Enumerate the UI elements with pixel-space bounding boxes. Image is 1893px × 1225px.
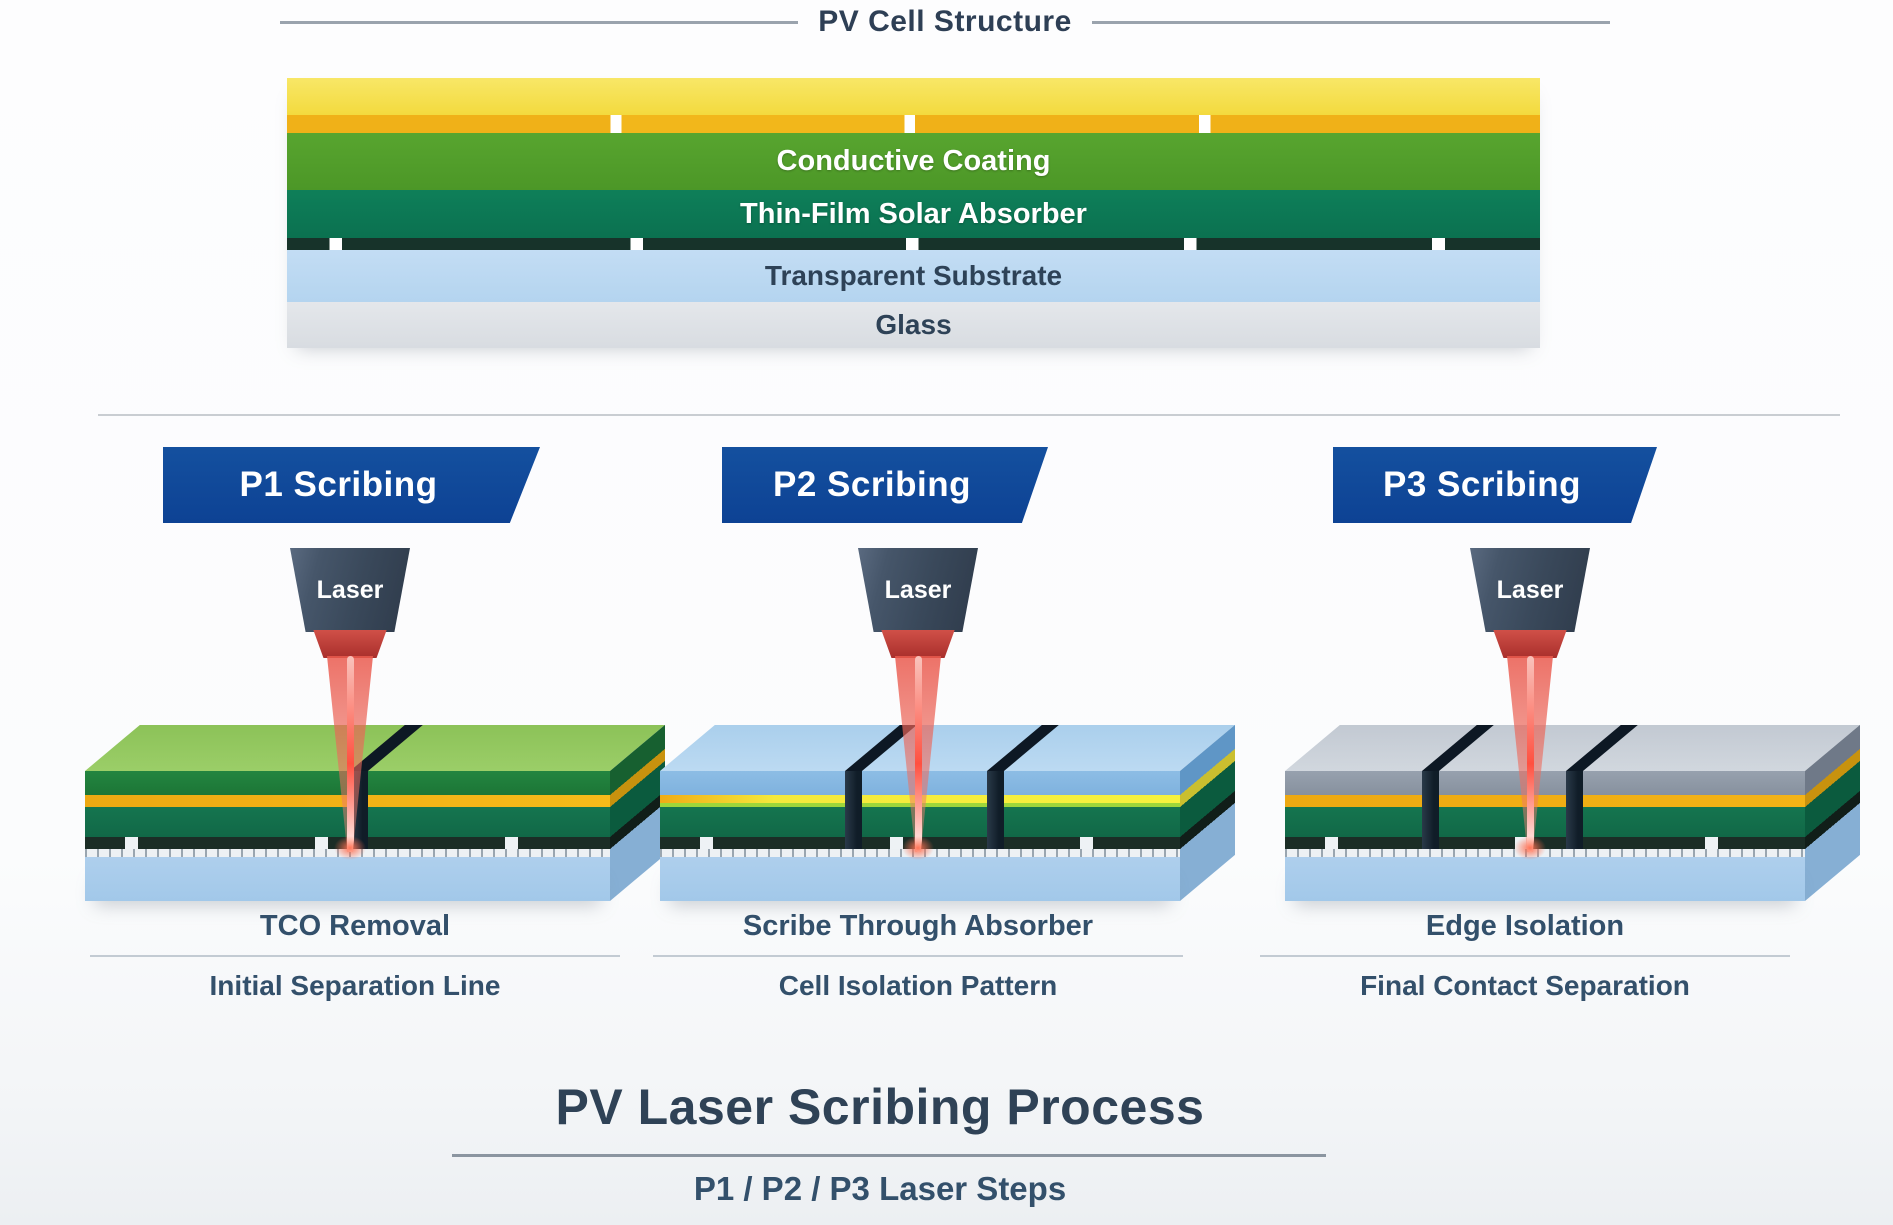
p3-banner: P3 Scribing [1333, 447, 1657, 523]
p1-caption-title: TCO Removal [259, 910, 451, 942]
p1-laser-label: Laser [316, 575, 384, 604]
p3-laser-label: Laser [1496, 575, 1564, 604]
p3-laser-nozzle [1493, 630, 1567, 658]
p3-layer-metal-contact [1285, 771, 1805, 795]
p2-laser-label: Laser [884, 575, 952, 604]
layer-conductive-coating: Conductive Coating [287, 133, 1540, 190]
p1-beam-glow [334, 836, 366, 860]
p2-layer-substrate [660, 857, 1180, 901]
layer-back-contact-strip [287, 238, 1540, 250]
p3-beam-glow [1514, 836, 1546, 860]
p3-layer-substrate [1285, 857, 1805, 901]
p2-beam-glow [902, 836, 934, 860]
title-rule-left [280, 20, 799, 24]
title-rule-right [1091, 20, 1611, 24]
p1-layer-substrate [85, 857, 610, 901]
layer-label-glass: Glass [875, 309, 952, 340]
p3-layer-strip [1285, 795, 1805, 807]
p3-layer-absorber [1285, 807, 1805, 837]
p2-caption-subtitle: Cell Isolation Pattern [778, 970, 1058, 1001]
p1-caption-rule [90, 955, 620, 957]
footer-rule [452, 1154, 1326, 1157]
layer-thin-film-solar-absorber: Thin-Film Solar Absorber [287, 190, 1540, 238]
page-title: PV Cell Structure [818, 5, 1072, 38]
p3-caption-subtitle: Final Contact Separation [1360, 970, 1690, 1001]
layer-tco-strip [287, 115, 1540, 133]
layer-label-thin-film-solar-absorber: Thin-Film Solar Absorber [740, 197, 1087, 230]
p1-banner-label: P1 Scribing [239, 465, 438, 504]
p3-banner-label: P3 Scribing [1382, 465, 1582, 504]
pv-cell-stack: Conductive Coating Thin-Film Solar Absor… [287, 78, 1540, 348]
footer-subtitle: P1 / P2 / P3 Laser Steps [693, 1170, 1067, 1207]
p2-caption-rule [653, 955, 1183, 957]
p2-scribe-groove-left [845, 771, 862, 849]
p3-scribe-groove-left [1422, 771, 1439, 849]
p2-banner: P2 Scribing [722, 447, 1048, 523]
layer-transparent-substrate: Transparent Substrate [287, 250, 1540, 302]
p1-banner: P1 Scribing [163, 447, 540, 523]
header: PV Cell Structure [280, 2, 1611, 42]
p2-caption-title: Scribe Through Absorber [742, 910, 1094, 942]
p3-caption: Edge Isolation Final Contact Separation [1260, 906, 1790, 1002]
p2-block-top-face [660, 725, 1235, 771]
layer-front-window [287, 78, 1540, 115]
p1-laser-head: Laser [290, 548, 410, 632]
p2-caption: Scribe Through Absorber Cell Isolation P… [653, 906, 1183, 1002]
layer-label-conductive-coating: Conductive Coating [776, 145, 1051, 177]
p3-scribe-groove-right [1566, 771, 1583, 849]
p2-laser-nozzle [881, 630, 955, 658]
p2-banner-label: P2 Scribing [772, 465, 972, 504]
p1-caption-subtitle: Initial Separation Line [209, 970, 501, 1001]
footer-title: PV Laser Scribing Process [555, 1079, 1205, 1135]
p3-laser-head: Laser [1470, 548, 1590, 632]
p1-caption: TCO Removal Initial Separation Line [90, 906, 620, 1002]
p3-caption-title: Edge Isolation [1425, 910, 1625, 942]
p1-laser-nozzle [313, 630, 387, 658]
section-divider [98, 414, 1840, 416]
p2-laser-head: Laser [858, 548, 978, 632]
layer-label-transparent-substrate: Transparent Substrate [764, 260, 1063, 291]
p2-scribe-groove-right [987, 771, 1004, 849]
p3-caption-rule [1260, 955, 1790, 957]
layer-glass: Glass [287, 302, 1540, 348]
